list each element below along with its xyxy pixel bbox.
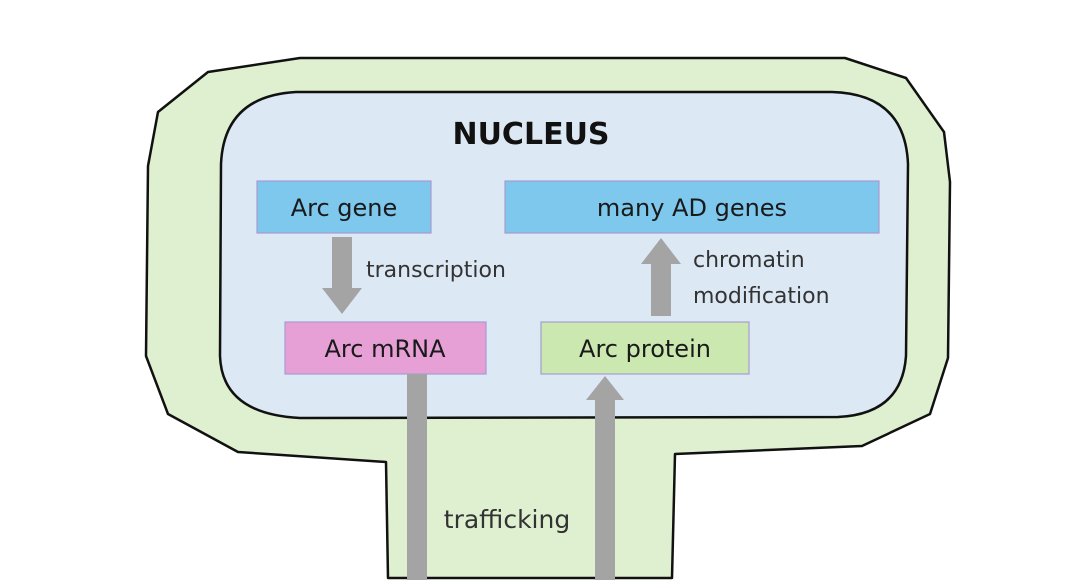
nucleus-title: NUCLEUS	[452, 117, 609, 152]
transcription-arrow	[322, 237, 362, 314]
arc-mrna-box: Arc mRNA	[284, 321, 487, 375]
arc-mrna-label: Arc mRNA	[324, 335, 446, 363]
arc-gene-box: Arc gene	[256, 180, 432, 234]
mrna-trafficking-bar	[407, 374, 427, 580]
transcription-label: transcription	[366, 258, 506, 283]
chromatin-modification-arrow	[641, 238, 681, 316]
arc-protein-box: Arc protein	[540, 321, 750, 375]
many-ad-genes-label: many AD genes	[597, 194, 787, 222]
trafficking-label: trafficking	[444, 505, 570, 534]
many-ad-genes-box: many AD genes	[504, 180, 880, 234]
chromatin-label-line2: modification	[693, 284, 830, 309]
chromatin-label-line1: chromatin	[693, 248, 805, 273]
arc-protein-label: Arc protein	[579, 335, 711, 363]
arc-gene-label: Arc gene	[291, 194, 398, 222]
protein-trafficking-arrow	[586, 376, 624, 580]
